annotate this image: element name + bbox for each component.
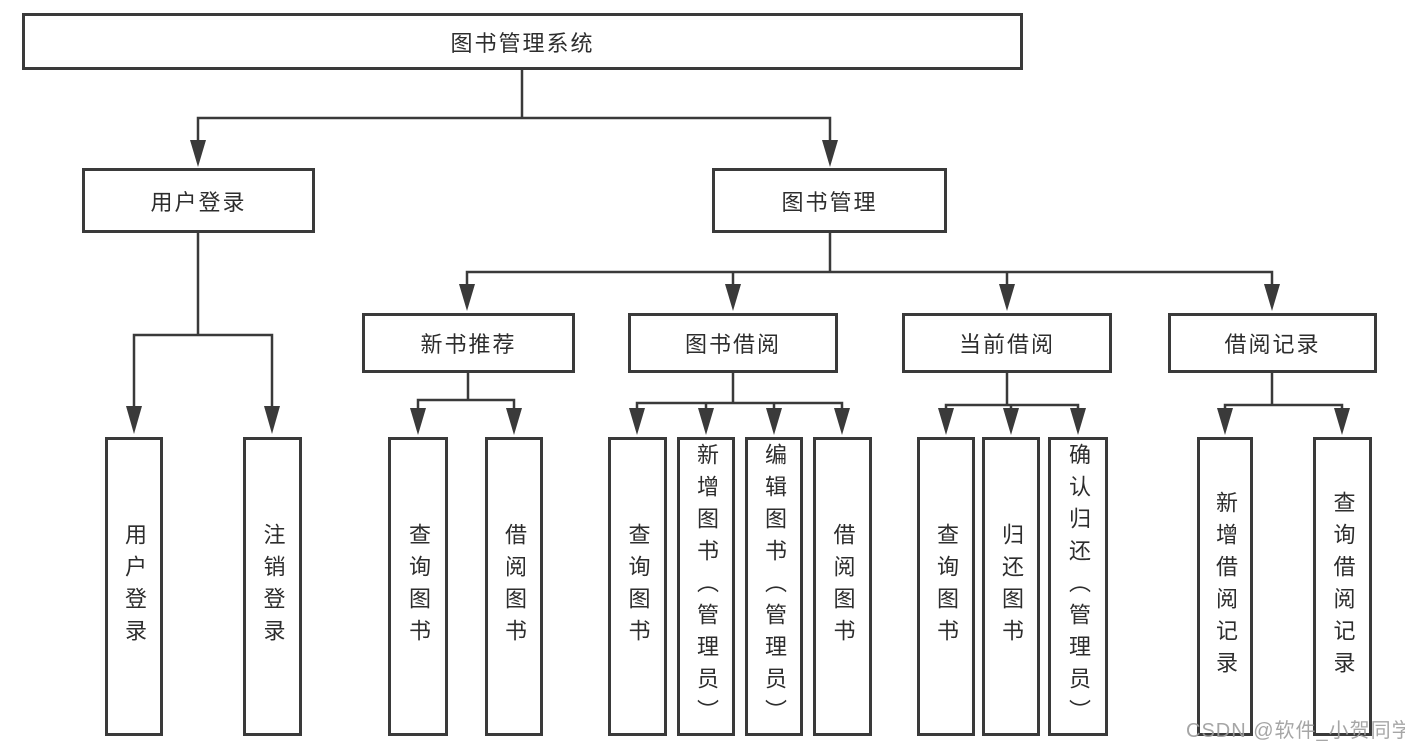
- leaf-logout: 注销登录: [243, 437, 302, 736]
- node-user-login-branch-label: 用户登录: [150, 189, 247, 215]
- leaf-current-confirm-return-admin-label: 确认归还（管理员）: [1066, 442, 1091, 731]
- node-book-borrowing: 图书借阅: [628, 313, 838, 373]
- leaf-borrowing-borrow-books-label: 借阅图书: [830, 522, 856, 651]
- node-book-borrowing-label: 图书借阅: [684, 332, 781, 357]
- connector-root-to-level2: [190, 68, 838, 167]
- leaf-records-query-record-label: 查询借阅记录: [1330, 490, 1356, 683]
- leaf-newrec-query-books: 查询图书: [388, 437, 448, 736]
- node-current-borrowing-label: 当前借阅: [958, 332, 1055, 357]
- connector-new-book-rec-to-leaves: [410, 371, 522, 435]
- node-user-login-branch: 用户登录: [82, 168, 315, 233]
- node-root-label: 图书管理系统: [450, 30, 595, 56]
- node-current-borrowing: 当前借阅: [902, 313, 1112, 373]
- connector-user-login-to-leaves: [126, 231, 280, 434]
- leaf-current-query-books-label: 查询图书: [934, 522, 959, 651]
- node-root: 图书管理系统: [22, 13, 1023, 70]
- leaf-current-return-books: 归还图书: [982, 437, 1040, 736]
- leaf-borrowing-query-books-label: 查询图书: [625, 522, 651, 651]
- node-book-management-label: 图书管理: [781, 189, 878, 215]
- leaf-borrowing-add-books-admin: 新增图书（管理员）: [677, 437, 735, 736]
- leaf-current-query-books: 查询图书: [917, 437, 975, 736]
- node-borrowing-records-label: 借阅记录: [1224, 332, 1321, 357]
- csdn-watermark: CSDN @软件_小贺同学: [1186, 720, 1405, 742]
- connector-current-borrow-to-leaves: [938, 371, 1086, 435]
- leaf-newrec-query-books-label: 查询图书: [406, 522, 431, 651]
- leaf-logout-label: 注销登录: [260, 522, 286, 651]
- leaf-records-query-record: 查询借阅记录: [1313, 437, 1372, 736]
- leaf-current-confirm-return-admin: 确认归还（管理员）: [1048, 437, 1108, 736]
- connector-borrow-records-to-leaves: [1217, 371, 1350, 435]
- leaf-borrowing-edit-books-admin-label: 编辑图书（管理员）: [762, 442, 787, 731]
- node-borrowing-records: 借阅记录: [1168, 313, 1377, 373]
- leaf-current-return-books-label: 归还图书: [999, 522, 1024, 651]
- leaf-borrowing-edit-books-admin: 编辑图书（管理员）: [745, 437, 803, 736]
- leaf-borrowing-borrow-books: 借阅图书: [813, 437, 872, 736]
- leaf-borrowing-query-books: 查询图书: [608, 437, 667, 736]
- node-book-management: 图书管理: [712, 168, 947, 233]
- node-new-book-recommend: 新书推荐: [362, 313, 575, 373]
- leaf-newrec-borrow-books-label: 借阅图书: [502, 522, 527, 651]
- leaf-user-login-label: 用户登录: [122, 522, 147, 651]
- connector-book-mgmt-to-level3: [459, 231, 1280, 311]
- leaf-borrowing-add-books-admin-label: 新增图书（管理员）: [694, 442, 719, 731]
- leaf-records-add-record: 新增借阅记录: [1197, 437, 1253, 736]
- leaf-records-add-record-label: 新增借阅记录: [1213, 490, 1238, 683]
- leaf-newrec-borrow-books: 借阅图书: [485, 437, 543, 736]
- connector-book-borrow-to-leaves: [629, 371, 850, 435]
- node-new-book-recommend-label: 新书推荐: [420, 332, 517, 357]
- leaf-user-login: 用户登录: [105, 437, 163, 736]
